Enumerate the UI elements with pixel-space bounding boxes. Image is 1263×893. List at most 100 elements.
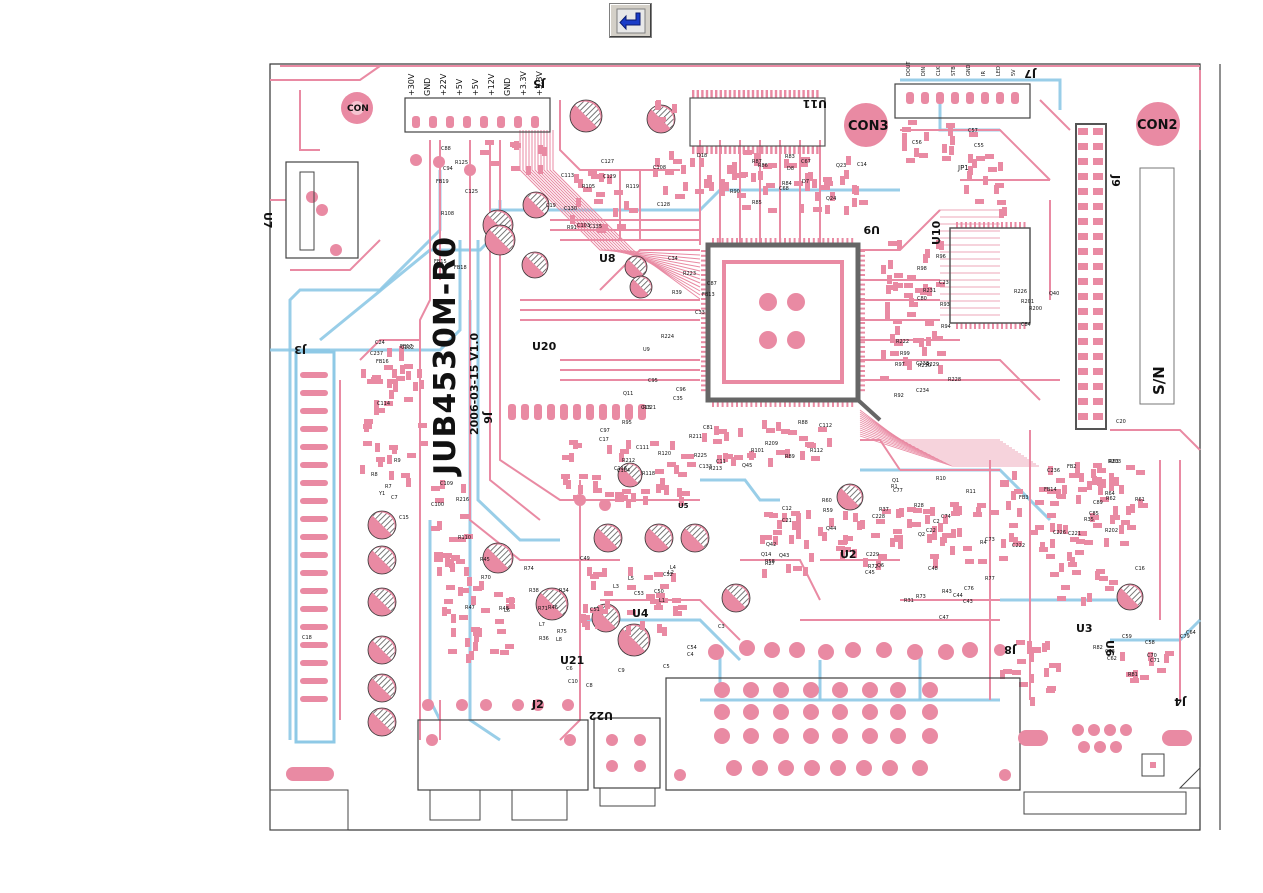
ref-designator: R230 [918, 363, 931, 369]
j7-pin-label: CLK [936, 66, 942, 76]
label-j6: J6 [481, 411, 494, 424]
ref-designator: C49 [580, 556, 590, 562]
connector-j3 [294, 350, 336, 744]
ref-designator: R43 [942, 589, 952, 595]
ref-designator: C57 [968, 128, 978, 134]
ref-designator: R105 [582, 184, 595, 190]
ref-designator: C236 [1047, 468, 1060, 474]
ref-designator: Q43 [779, 553, 789, 559]
ref-designator: C221 [1068, 531, 1081, 537]
ref-designator: C135 [589, 224, 602, 230]
mount-con3 [844, 103, 888, 147]
ref-designator: R92 [894, 393, 904, 399]
ref-designator: C130 [564, 206, 577, 212]
ref-designator: R108 [441, 211, 454, 217]
ref-designator: R38 [529, 588, 539, 594]
ref-designator: C48 [928, 566, 938, 572]
ref-designator: R97 [895, 362, 905, 368]
ref-designator: C64 [1186, 630, 1196, 636]
ref-designator: L2 [668, 570, 674, 576]
ref-designator: C15 [399, 515, 409, 521]
ref-designator: C59 [1122, 634, 1132, 640]
back-button[interactable] [609, 3, 652, 38]
ref-designator: L1 [659, 598, 665, 604]
ref-designator: C129 [603, 174, 616, 180]
ref-designator: R47 [465, 605, 475, 611]
label-u22: U22 [589, 709, 613, 722]
power-label: +3.3V [535, 71, 544, 96]
ref-designator: Q11 [623, 391, 633, 397]
ref-designator: C95 [648, 378, 658, 384]
ref-designator: FB3 [1019, 495, 1029, 501]
ref-designator: R90 [730, 189, 740, 195]
ref-designator: C12 [782, 506, 792, 512]
ref-designator: C125 [465, 189, 478, 195]
ref-designator: R231 [923, 288, 936, 294]
ref-designator: D18 [697, 153, 707, 159]
ref-designator: R229 [926, 362, 939, 368]
ref-designator: C52 [663, 572, 673, 578]
ref-designator: C77 [893, 488, 903, 494]
ref-designator: C128 [657, 202, 670, 208]
ref-designator: R37 [879, 507, 889, 513]
ref-designator: C68 [779, 186, 789, 192]
ref-designator: R89 [785, 454, 795, 460]
ref-designator: L7 [539, 622, 545, 628]
ref-designator: C67 [801, 159, 811, 165]
ref-designator: C17 [599, 437, 609, 443]
power-label: +30V [407, 73, 416, 96]
ref-designator: R223 [683, 271, 696, 277]
ref-designator: C53 [634, 591, 644, 597]
ref-designator: R86 [758, 163, 768, 169]
board-model-label: JUB4530M-R0 [428, 236, 463, 477]
ref-designator: C19 [546, 203, 556, 209]
electrolytic-capacitors [300, 92, 1144, 781]
ref-designator: C22 [926, 528, 936, 534]
ref-designator: C43 [963, 599, 973, 605]
ref-designator: R83 [785, 154, 795, 160]
regulator-u7 [285, 161, 359, 259]
ref-designator: C97 [600, 428, 610, 434]
ref-designator: C9 [618, 668, 625, 674]
ref-designator: FB14 [1044, 487, 1057, 493]
ref-designator: R87 [752, 159, 762, 165]
label-u11: U11 [803, 97, 827, 110]
ref-designator: C73 [985, 537, 995, 543]
ref-designator: R98 [917, 266, 927, 272]
ref-designator: R63 [1109, 459, 1119, 465]
label-u3: U3 [1076, 622, 1093, 635]
ref-designator: R112 [810, 448, 823, 454]
ref-designator: R7 [385, 484, 392, 490]
j7-pin-label: DOUT [906, 61, 912, 76]
ref-designator: C21 [782, 518, 792, 524]
ref-designator: L4 [670, 565, 676, 571]
ref-designator: C109 [440, 481, 453, 487]
ref-designator: C13 [641, 405, 651, 411]
ref-designator: C127 [601, 159, 614, 165]
ref-designator: C5 [663, 664, 670, 670]
ref-designator: R11 [966, 489, 976, 495]
mount-con2 [1136, 102, 1180, 146]
ref-designator: Y1 [378, 491, 385, 497]
label-con2: CON2 [1137, 118, 1178, 133]
ref-designator: C23 [939, 280, 949, 286]
ref-designator: L8 [556, 637, 562, 643]
ref-designator: C70 [1147, 653, 1157, 659]
ref-designator: C6 [566, 666, 573, 672]
ref-designator: C88 [441, 146, 451, 152]
ref-designator: Q40 [1049, 291, 1059, 297]
ref-designator: R211 [689, 434, 702, 440]
label-u7: U7 [261, 212, 274, 229]
j7-pin-label: DIN [921, 67, 927, 76]
component-labels: U7 U8 U9 U10 U11 U20 U21 U22 U2 U3 U4 U5… [261, 67, 1187, 722]
return-arrow-icon [616, 8, 646, 34]
ref-designator: C10 [568, 679, 578, 685]
ref-designator: R84 [782, 181, 792, 187]
label-u2: U2 [840, 548, 857, 561]
ref-designator: Q1 [892, 478, 899, 484]
ic-u10 [949, 227, 1031, 324]
ref-designator: C84 [1021, 322, 1031, 328]
ref-designator: R101 [751, 448, 764, 454]
